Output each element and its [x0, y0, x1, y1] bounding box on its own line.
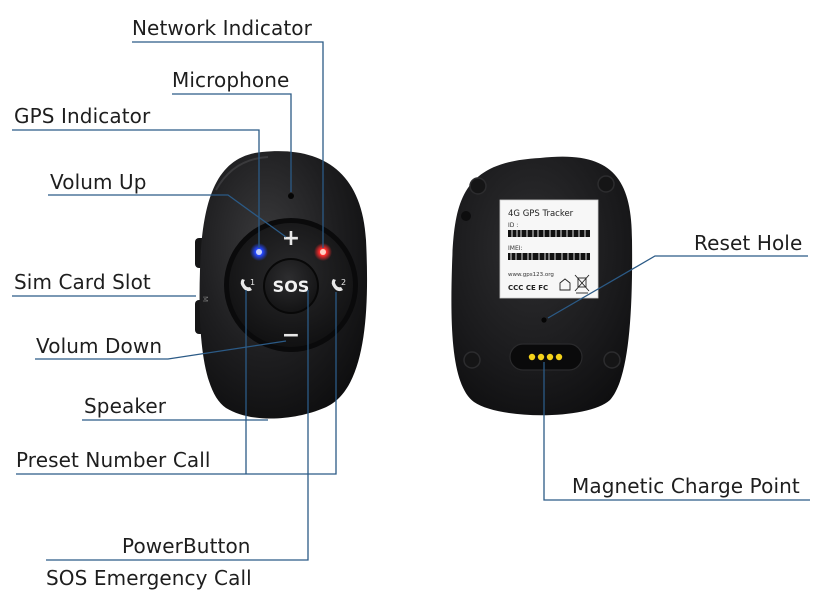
label-magnetic-charge-point: Magnetic Charge Point: [572, 474, 800, 498]
phone-icon: [331, 279, 343, 292]
screw: [463, 351, 481, 369]
home-icon: [559, 278, 571, 291]
barcode-id: [508, 230, 590, 237]
volume-down-button[interactable]: −: [282, 323, 300, 348]
label-volume-up: Volum Up: [50, 170, 147, 194]
recycle-bin-icon: [574, 274, 590, 294]
leader-volume-down: [35, 340, 287, 360]
volume-up-button[interactable]: +: [282, 226, 300, 251]
leader-preset-call-right: [16, 292, 337, 475]
leader-volume-up: [48, 194, 287, 238]
screw: [603, 351, 621, 369]
label-power-button: PowerButton: [122, 534, 251, 558]
device-back: 4G GPS Tracker ID : IMEI:: [451, 156, 633, 416]
sticker-id-label: ID :: [508, 222, 518, 229]
leader-network-indicator: [132, 41, 324, 248]
svg-text:1: 1: [250, 278, 255, 287]
leader-microphone: [172, 93, 292, 192]
sos-button[interactable]: [265, 260, 317, 312]
label-sticker: 4G GPS Tracker ID : IMEI:: [499, 199, 599, 299]
phone-icon: [240, 279, 252, 292]
label-volume-down: Volum Down: [36, 334, 163, 358]
sim-slot-mark: M: [201, 296, 209, 302]
leader-power-button: [46, 290, 309, 561]
label-sim-card-slot: Sim Card Slot: [14, 270, 151, 294]
svg-text:2: 2: [341, 278, 346, 287]
sticker-website: www.gps123.org: [508, 272, 554, 278]
leader-charge-point: [543, 362, 810, 501]
sticker-cert-marks: CCC CE FC: [508, 284, 548, 292]
screw: [469, 177, 487, 195]
reset-hole[interactable]: [541, 317, 547, 323]
label-sos-emergency-call: SOS Emergency Call: [46, 566, 252, 590]
preset-call-button-1[interactable]: 1: [240, 278, 255, 292]
magnetic-charge-port: [509, 343, 583, 371]
charge-pins: [528, 353, 563, 361]
label-preset-number-call: Preset Number Call: [16, 448, 211, 472]
device-front: M + − 1 2 SOS: [195, 151, 368, 419]
leader-reset-hole: [547, 255, 808, 319]
leader-lines: [12, 41, 810, 561]
label-gps-indicator: GPS Indicator: [14, 104, 151, 128]
sticker-imei-label: IMEI:: [508, 245, 523, 252]
preset-call-button-2[interactable]: 2: [331, 278, 346, 292]
label-microphone: Microphone: [172, 68, 290, 92]
label-network-indicator: Network Indicator: [132, 16, 312, 40]
screw: [597, 175, 615, 193]
label-reset-hole: Reset Hole: [694, 231, 803, 255]
microphone-hole: [288, 193, 294, 199]
sos-button-label: SOS: [273, 277, 310, 296]
leader-gps-indicator: [12, 129, 260, 248]
sticker-title: 4G GPS Tracker: [508, 209, 574, 219]
label-speaker: Speaker: [84, 394, 167, 418]
